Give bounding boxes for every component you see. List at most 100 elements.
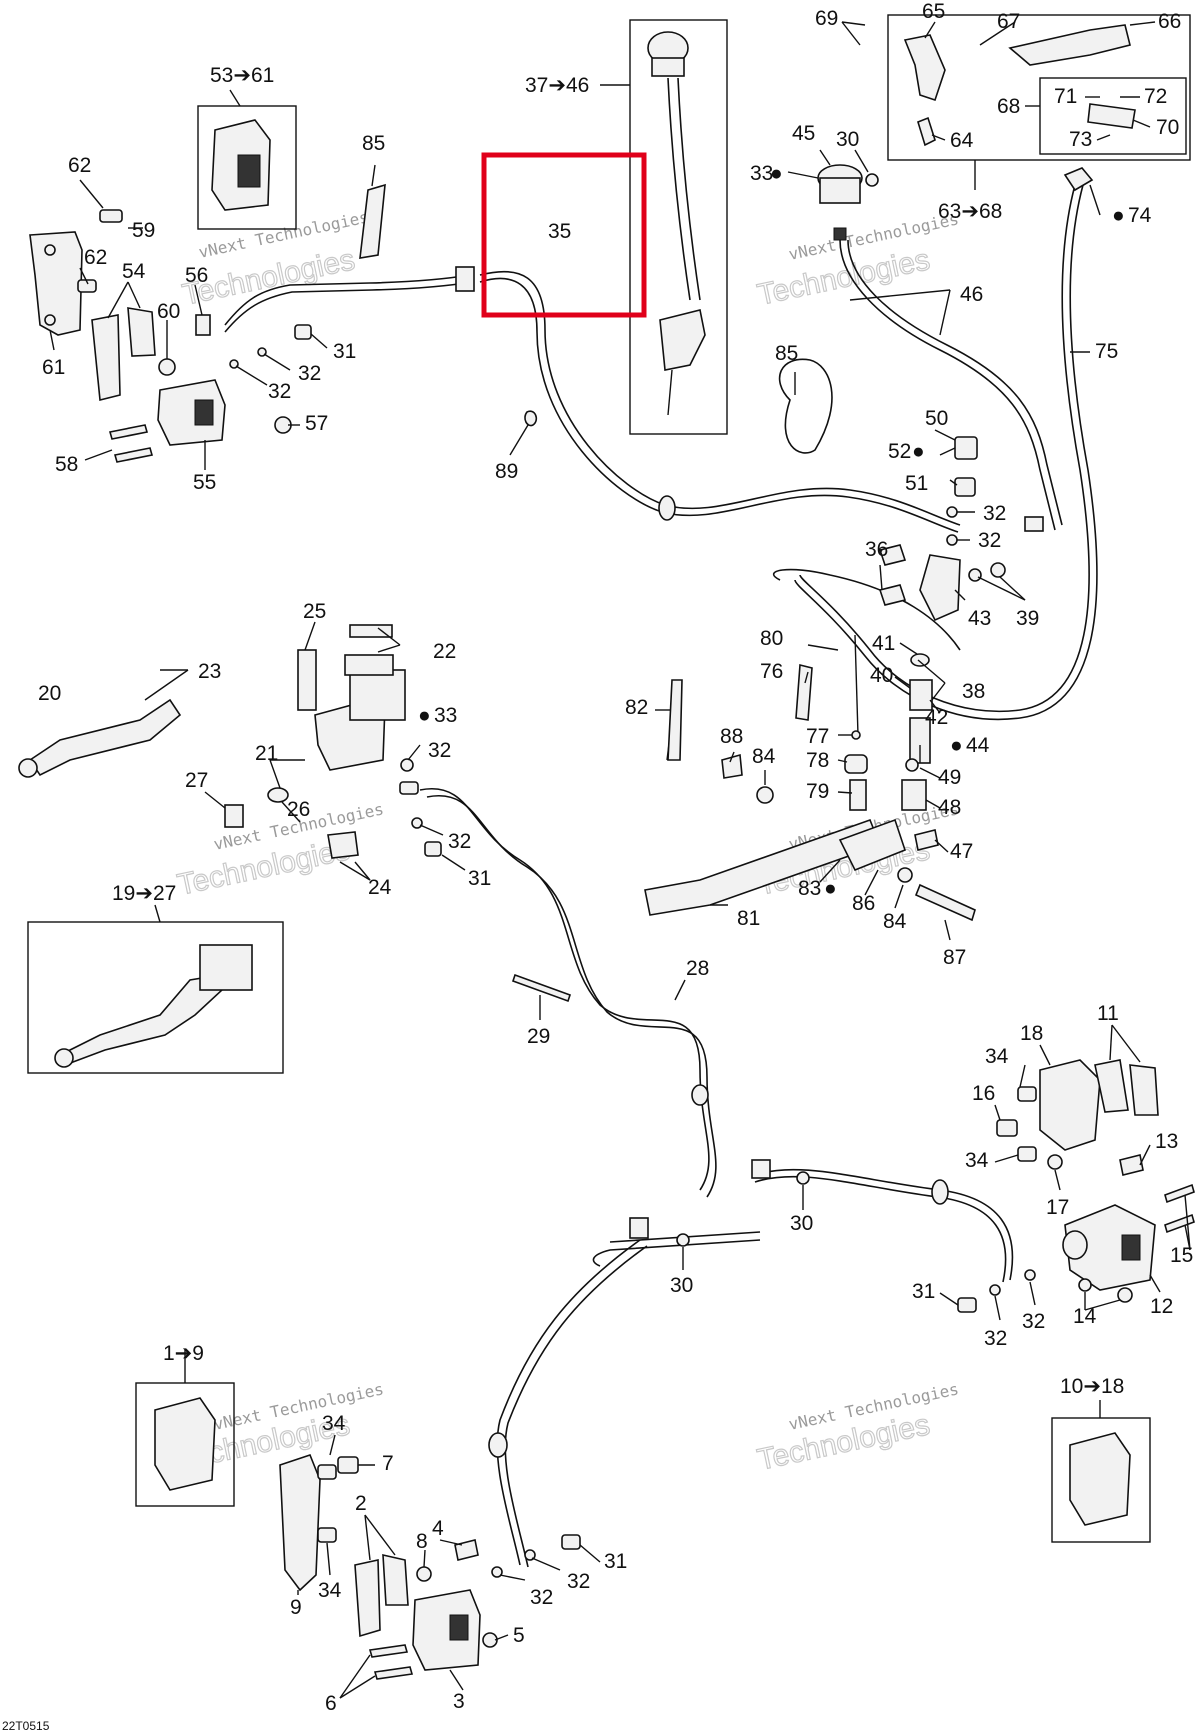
bolt-30 [796,1171,810,1185]
reservoir-45 [819,177,861,204]
clamp-ring-85 [778,358,833,454]
callout-label: 29 [527,1025,550,1048]
callout-label: 73 [1069,128,1092,151]
washer-32 [1024,1269,1036,1281]
pad-clip [195,314,211,336]
brake-line-front-left [224,274,471,326]
hose-clamp [833,227,847,241]
brake-pad [91,314,121,402]
clip-13 [1119,1154,1144,1176]
spring-82 [667,679,683,761]
callout-label: 60 [157,300,180,323]
brake-line-28 [426,794,717,1198]
callout-label: 26 [287,798,310,821]
brake-line-front-main [479,270,961,526]
callout-label: 34 [318,1579,342,1602]
callout-label: 45 [792,122,815,145]
inset-box-rear-lever [887,14,1191,161]
callout-label: 25 [303,600,326,623]
callout-label: 36 [865,538,888,561]
washer-77 [851,730,861,740]
caliper-label-plate [1121,1234,1141,1261]
brake-pad-2 [354,1559,381,1638]
reservoir-body [651,57,685,77]
bleeder-14 [1078,1278,1092,1292]
lever-inset-20 [58,974,223,1067]
lever-ball-end [18,758,38,778]
bolt [99,209,123,223]
leader-lines [49,21,1191,1699]
inset-box-rear-right-caliper [1051,1417,1151,1543]
drop-icon: ● [1112,204,1125,227]
callout-label: 72 [1144,85,1167,108]
pin-79 [849,779,867,811]
callout-label: 13 [1155,1130,1178,1153]
master-cylinder [659,309,706,371]
brake-line-28 [419,787,710,1191]
hose-fitting-74 [1063,167,1094,192]
washer [968,568,982,582]
callout-label: 66 [1158,10,1181,33]
master-cylinder-body [349,669,406,721]
boot-27 [224,804,244,828]
callout-label: 20 [38,682,61,705]
brake-pad-11 [1094,1059,1129,1113]
washer [400,758,414,772]
callout-label: 52 [888,440,911,463]
callout-label: 34 [985,1045,1009,1068]
callout-label: 7 [382,1452,394,1475]
pedal-pivot [838,818,906,872]
callout-label: 61 [42,356,65,379]
callout-label: 33 [750,162,773,185]
callout-label: 11 [1097,1002,1119,1025]
caliper-piston [1062,1230,1088,1260]
brake-pad-11 [1129,1064,1159,1116]
pin-15 [1164,1213,1195,1234]
callout-label: 2 [355,1492,367,1515]
bleeder-5 [482,1632,498,1648]
pin [113,447,154,463]
lever-mount-65 [903,34,946,102]
callout-label: 38 [962,680,985,703]
callout-label: 32 [530,1586,553,1609]
callout-label: 37➔46 [525,74,589,97]
lever-66 [1008,24,1131,66]
callout-label: 34 [322,1412,346,1435]
brake-line-75 [799,184,1090,713]
bolt [77,279,97,293]
bolt-36 [878,544,907,566]
drop-icon: ● [770,162,783,185]
hose-union [455,266,475,292]
callout-label: 62 [68,154,91,177]
grommet [488,1432,508,1458]
inset-box-front-left-caliper [197,105,297,230]
callout-label: 62 [84,246,107,269]
callout-label: 5 [513,1624,525,1647]
inset-box-lever-detail [1039,77,1187,155]
grommet [691,1084,709,1106]
caliper-body-3 [412,1589,481,1671]
grommet [931,1179,949,1205]
clip-4 [454,1539,479,1561]
brake-line-pedal [772,568,961,651]
callout-label: 83 [798,877,821,900]
callout-label: 19➔27 [112,882,176,905]
callout-label: 68 [997,95,1020,118]
caliper-bracket-18 [1039,1059,1101,1151]
callout-label: 87 [943,946,966,969]
pin-6 [368,1644,409,1658]
bolt-34 [317,1527,337,1543]
caliper-inset-plate [237,154,261,188]
callout-label: 10➔18 [1060,1375,1124,1398]
bolt-34 [317,1464,337,1480]
callout-label: 35 [548,220,571,243]
bracket-hole [44,314,56,326]
bracket-hole [44,244,56,256]
callout-label: 28 [686,957,709,980]
callout-label: 89 [495,460,518,483]
callout-label: 32 [567,1570,590,1593]
bushing-8 [416,1566,432,1582]
bushing [158,358,176,376]
caliper-bracket-9 [279,1454,321,1592]
brake-lines [224,184,1098,1568]
